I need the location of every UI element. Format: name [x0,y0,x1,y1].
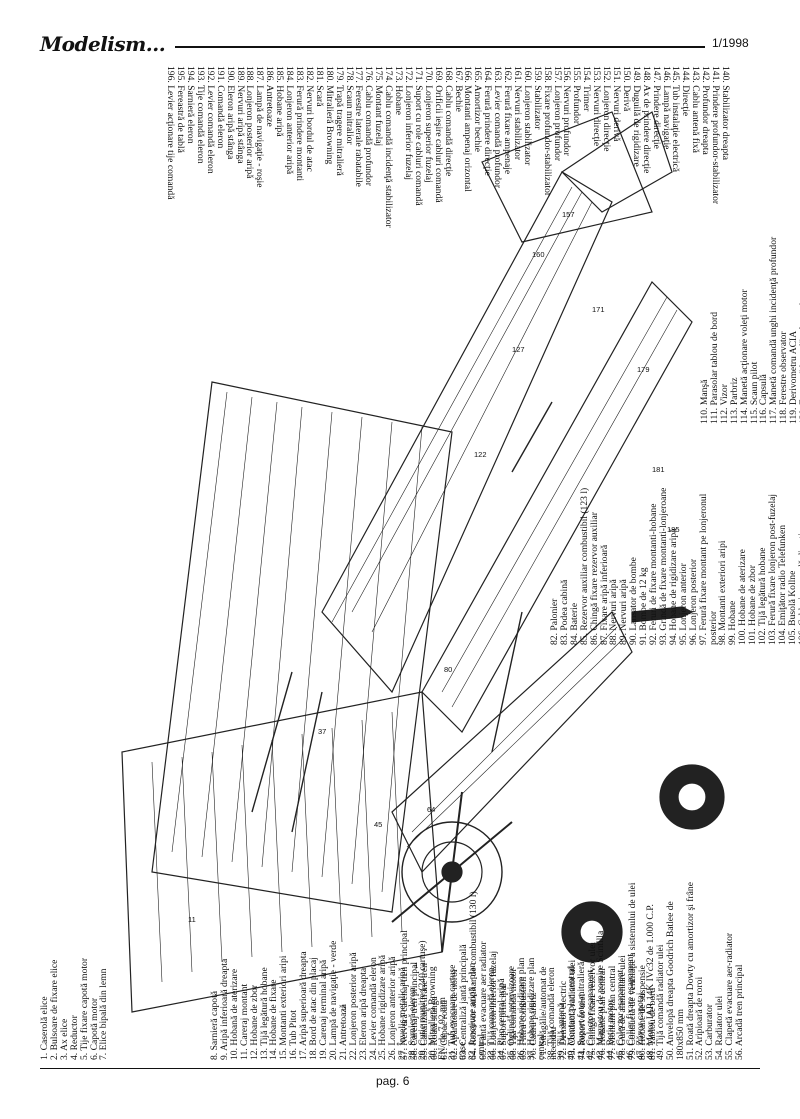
fin [561,111,673,213]
legend-item: 176. Cablu comandă profundor [363,66,375,186]
legend-item: 160. Lonjeron stabilizator [521,66,533,166]
legend-item: 162. Ferură fixare ampenaje [502,66,514,175]
callout-171: 171 [592,305,605,314]
legend-item: 190. Eleron aripă stânga [224,66,236,160]
legend-item: 184. Lonjeron anterior aripă [284,66,296,175]
legend-item: 164. Ferură prindere direcţie [482,66,494,176]
callout-122: 122 [474,450,487,459]
legend-item: 153. Nervuri direcţie [591,66,603,147]
legend-item: 175. Montant fuzelaj [373,66,385,147]
legend-item: 81. Tablou de bord [646,987,658,1060]
issue-number: 1/1998 [712,36,749,50]
callout-64: 64 [427,805,435,814]
legend-item: 143. Cablu antenă fixă [690,66,702,153]
legend-item: 152. Lonjeron direcţie [601,66,613,152]
header-rule [175,46,705,48]
callout-185: 185 [667,525,680,534]
propeller [391,791,513,953]
legend-item: 186. Antretoaze [264,66,276,127]
callout-37: 37 [318,727,326,736]
callout-179: 179 [637,365,650,374]
legend-item: 157. Lonjeron profundor [551,66,563,162]
legend-item: 159. Stabilizator [531,66,543,130]
callout-80: 80 [444,665,452,674]
legend-item: 144. Direcţie [680,66,692,117]
legend-item: 179. Trapă tragere mitralieră [333,66,345,176]
legend-item: 167. Bechie [452,66,464,112]
legend-item: 191. Comandă eleron [214,66,226,149]
legend-item: 192. Levier comandă eleron [204,66,216,174]
legend-item: 154. Trimer [581,66,593,112]
legend-item: 56. Arcadă tren principal [734,964,746,1060]
legend-item: 141. Prindere profundor-stabilizator [710,66,722,205]
legend-item: 165. Amortizor bechie [472,66,484,153]
legend-item: 196. Levier acţionare tije comandă [165,66,177,200]
legend-item: 183. Ferură prindere montanti [294,66,306,182]
legend-item: 180. Mitralieră Browning [323,66,335,165]
legend-item: 188. Lonjeron posterior aripă [244,66,256,179]
legend-item: 180x850 mm [674,1009,686,1060]
legend-item: 171. Suport cu role cabluri comandă [412,66,424,206]
callout-160: 160 [532,250,545,259]
legend-item: 158. Fixare profundor-stabilizator [541,66,553,197]
callout-1: 1 [414,961,418,970]
legend-item: 166. Montanti ampenaj orizontal [462,66,474,192]
legend-item: 146. Lampă navigaţie [660,66,672,150]
legend-item: 195. Fereastră de tablă [175,66,187,153]
legend-item: 163. Levier comandă profundor [492,66,504,189]
fuselage [321,171,613,694]
magazine-logo: Modelism... [40,32,166,56]
engine-radial [401,821,503,923]
legend-item: 194. Sarnieră eleron [185,66,197,144]
legend-item: 187. Lampă de navigaţie - roşie [254,66,266,188]
callout-181: 181 [652,465,665,474]
tail-stabilizer [481,111,653,243]
callout-45: 45 [374,820,382,829]
legend-item: 161. Nervuri stabilizator [511,66,523,161]
legend-item: 168. Cablu comandă direcţie [442,66,454,177]
legend-item: 149. Duguilă de rigidizare [630,66,642,167]
cutaway-drawing: 1 5 11 37 45 64 80 122 127 157 160 171 1… [121,111,725,1013]
legend-item: 193. Tije comandă eleron [194,66,206,164]
callout-157: 157 [562,210,575,219]
bomb [631,606,694,623]
legend-item: 178. Scaun mitralior [343,66,355,145]
legend-item: 185. Hobane aripă [274,66,286,137]
legend-item: 7. Elice bipală din lemn [98,968,110,1060]
legend-item: 182. Nervuri bordul de atac [303,66,315,172]
legend-item: 151. Nervuri derivă [611,66,623,142]
legend-item: 169. Orificii ieşire cabluri comandă [432,66,444,203]
legend-item: 172. Lonjeron inferior fuzelaj [403,66,414,181]
legend-item: 177. Ferestre laterale rabatabile [353,66,365,187]
legend-item: 181. Scară [313,66,325,107]
legend-item: 156. Nervuri profundor [561,66,573,156]
legend-item: 148. Ax de prindere direcţie [640,66,652,174]
legend-item: 23. Eleron aripă dreapta [357,967,369,1060]
callout-127: 127 [512,345,525,354]
legend-item: 189. Nervuri aripă stânga [234,66,246,164]
legend-item: 170. Lonjeron superior fuzelaj [422,66,434,183]
right-wing-upper [421,281,693,733]
callout-5: 5 [342,1003,346,1012]
legend-item: 174. Cablu comandă incidenţă stabilizato… [383,66,395,228]
legend-item: 155. Profundor [571,66,583,125]
legend-item: incendiu [547,1026,559,1060]
legend-item: 145. Tub instalaţie electrică [670,66,682,173]
legend-item: 140. Stabilizator dreapta [720,66,731,161]
legend-item: 142. Profundor dreapta [700,66,712,155]
page-number: pag. 6 [376,1074,410,1088]
legend-item: 97. Ferură fixare montant pe lonjeronul [697,493,709,645]
upper-wing [151,381,453,913]
callout-11: 11 [188,915,196,924]
legend-item: 147. Prindere direcţie [650,66,662,149]
right-wing-lower [391,611,633,874]
legend-item: 173. Hobane [393,66,405,116]
footer-rule [40,1068,760,1069]
legend-item: 150. Derivă [620,66,632,112]
